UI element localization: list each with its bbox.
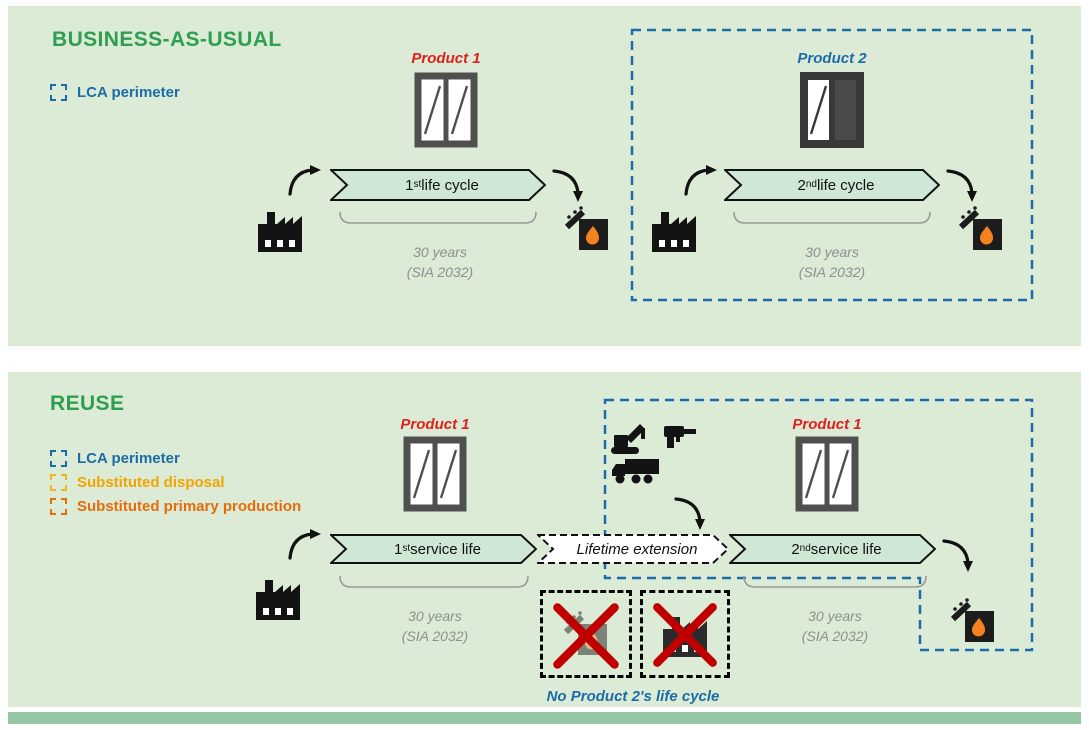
red-cross-icon bbox=[653, 603, 717, 667]
reuse-legend-lca-label: LCA perimeter bbox=[77, 450, 180, 467]
demolition-machine-icon bbox=[611, 424, 645, 454]
duration-brace bbox=[733, 211, 931, 224]
bau-legend-lca: LCA perimeter bbox=[50, 84, 180, 101]
reuse-panel: REUSE LCA perimeter Substituted disposal… bbox=[8, 372, 1081, 707]
factory-icon bbox=[258, 212, 302, 252]
reuse-duration1-years: 30 years bbox=[408, 608, 462, 624]
bau-product2-label: Product 2 bbox=[797, 50, 867, 67]
incineration-plant-icon bbox=[950, 598, 994, 642]
reuse-legend-disposal-label: Substituted disposal bbox=[77, 474, 225, 491]
reuse-extension-label: Lifetime extension bbox=[576, 540, 698, 558]
red-cross-icon bbox=[553, 603, 619, 669]
reuse-no-product2-note: No Product 2's life cycle bbox=[546, 688, 720, 705]
duration-brace bbox=[339, 211, 537, 224]
substituted-disposal-swatch-icon bbox=[50, 474, 67, 491]
bau-duration1-norm: (SIA 2032) bbox=[406, 264, 474, 280]
curved-arrow-icon bbox=[684, 165, 717, 196]
reuse-duration2-years: 30 years bbox=[808, 608, 862, 624]
bau-panel: BUSINESS-AS-USUAL LCA perimeter Product … bbox=[8, 6, 1081, 346]
substituted-disposal-box bbox=[540, 590, 632, 678]
window-icon bbox=[795, 436, 859, 512]
duration-brace bbox=[339, 575, 529, 588]
lca-perimeter-swatch-icon bbox=[50, 450, 67, 467]
truck-icon bbox=[612, 459, 659, 484]
reuse-product1-right-label: Product 1 bbox=[792, 416, 862, 433]
incineration-plant-icon bbox=[564, 206, 608, 250]
curved-arrow-icon bbox=[674, 497, 705, 530]
bau-duration2-norm: (SIA 2032) bbox=[798, 264, 866, 280]
reuse-lifetime-extension-banner: Lifetime extension bbox=[537, 534, 729, 564]
reuse-product1-left-label: Product 1 bbox=[400, 416, 470, 433]
window-icon bbox=[414, 72, 478, 148]
factory-icon bbox=[652, 212, 696, 252]
bau-duration1-years: 30 years bbox=[413, 244, 467, 260]
reuse-legend-lca: LCA perimeter bbox=[50, 450, 180, 467]
incineration-plant-icon bbox=[958, 206, 1002, 250]
bau-legend-lca-label: LCA perimeter bbox=[77, 84, 180, 101]
bau-duration2-years: 30 years bbox=[805, 244, 859, 260]
reuse-title: REUSE bbox=[50, 392, 125, 415]
curved-arrow-icon bbox=[942, 539, 973, 572]
reuse-legend-disposal: Substituted disposal bbox=[50, 474, 225, 491]
reuse-legend-primary: Substituted primary production bbox=[50, 498, 301, 515]
substituted-primary-swatch-icon bbox=[50, 498, 67, 515]
bau-title: BUSINESS-AS-USUAL bbox=[52, 28, 282, 51]
factory-icon bbox=[256, 580, 300, 620]
drill-icon bbox=[664, 426, 696, 448]
reuse-legend-primary-label: Substituted primary production bbox=[77, 498, 302, 515]
curved-arrow-icon bbox=[288, 165, 321, 196]
bottom-panel-edge bbox=[8, 712, 1081, 724]
curved-arrow-icon bbox=[552, 169, 583, 202]
reuse-lca-perimeter-dashed-outline bbox=[603, 398, 1034, 652]
reuse-duration1-norm: (SIA 2032) bbox=[401, 628, 469, 644]
substituted-primary-production-box bbox=[640, 590, 730, 678]
curved-arrow-icon bbox=[946, 169, 977, 202]
bau-lca-perimeter-dashed-box bbox=[630, 28, 1034, 302]
bau-product1-label: Product 1 bbox=[411, 50, 481, 67]
lca-perimeter-swatch-icon bbox=[50, 84, 67, 101]
window-icon bbox=[800, 72, 864, 148]
reuse-duration2-norm: (SIA 2032) bbox=[801, 628, 869, 644]
window-icon bbox=[403, 436, 467, 512]
curved-arrow-icon bbox=[288, 529, 321, 560]
duration-brace bbox=[743, 575, 927, 588]
